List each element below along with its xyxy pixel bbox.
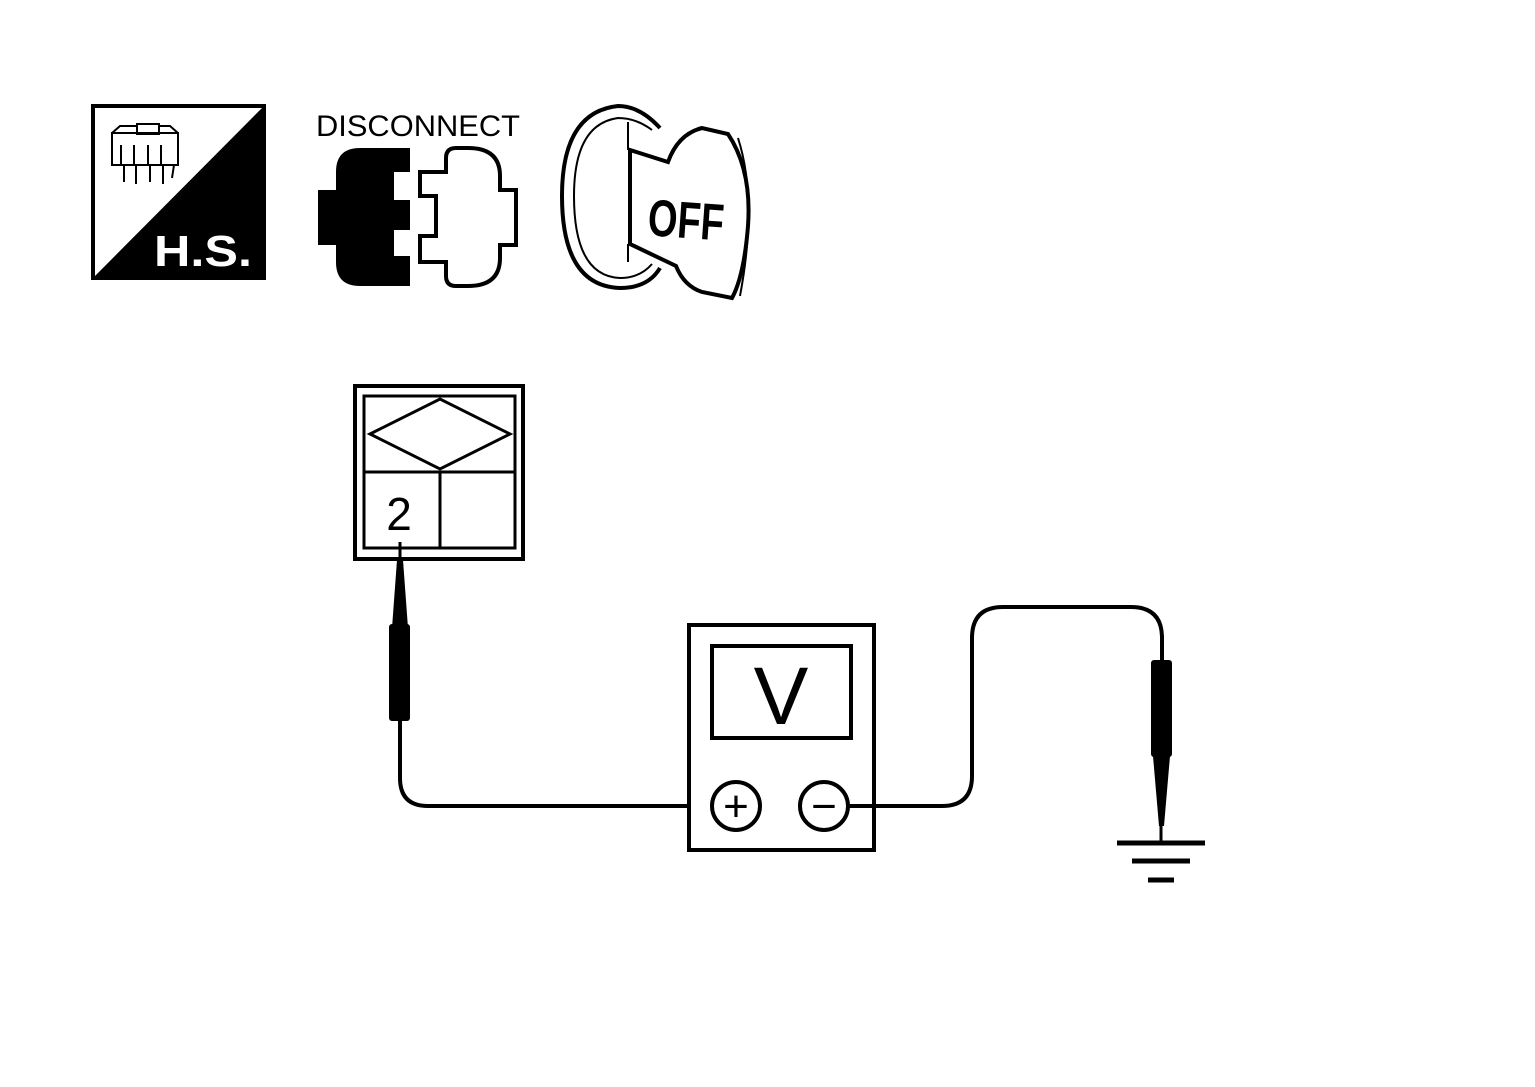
disconnect-label: DISCONNECT (316, 110, 520, 143)
negative-probe (1151, 660, 1172, 843)
hs-label: H.S. (154, 227, 252, 276)
connector-sketch-icon (111, 123, 179, 184)
positive-lead (398, 720, 712, 808)
positive-symbol: + (723, 782, 749, 831)
plug-female-icon (418, 146, 518, 288)
harness-side-icon: H.S. (91, 104, 266, 280)
connector-key-icon (366, 397, 514, 471)
key-cylinder-icon (559, 103, 662, 291)
negative-lead (848, 605, 1164, 808)
negative-symbol: − (811, 782, 837, 831)
terminal-number: 2 (386, 488, 412, 540)
voltmeter-unit: V (754, 651, 809, 742)
plug-male-icon (318, 148, 410, 286)
disconnect-icon: DISCONNECT (316, 110, 520, 288)
ignition-off-icon: OFF (559, 103, 751, 301)
connector-face: 2 (353, 384, 525, 561)
off-label: OFF (646, 189, 726, 252)
ground-icon (1117, 840, 1205, 883)
positive-terminal-icon (710, 780, 762, 832)
voltmeter: V + − (687, 623, 876, 852)
voltmeter-display (710, 644, 853, 740)
positive-probe (389, 542, 410, 721)
